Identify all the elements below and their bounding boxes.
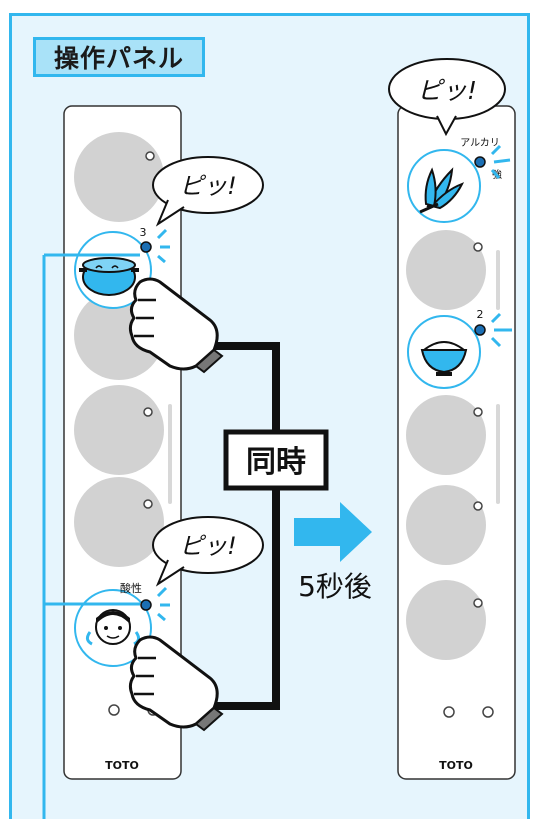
face-icon xyxy=(95,609,131,645)
simultaneous-label: 同時 xyxy=(246,445,306,480)
left-slot xyxy=(168,404,172,504)
title-box: 操作パネル xyxy=(33,37,205,77)
alkali-label: アルカリ xyxy=(460,137,500,149)
rice-level-label: 2 xyxy=(477,308,484,321)
left-button-5[interactable] xyxy=(74,477,164,567)
left-control-panel: 3 酸性 xyxy=(63,105,182,780)
pot-indicator-lamp xyxy=(140,241,152,253)
after-5-seconds-label: 5秒後 xyxy=(298,570,372,603)
right-button-6[interactable] xyxy=(406,580,486,660)
right-indicator-2 xyxy=(473,242,483,252)
right-beep-bubble: ピッ! xyxy=(388,58,506,137)
pot-button[interactable] xyxy=(74,231,152,309)
left-small-button-1[interactable] xyxy=(108,704,120,716)
right-small-button-1[interactable] xyxy=(443,706,455,718)
pointing-hand-bottom-icon xyxy=(128,635,224,732)
acid-indicator-lamp xyxy=(140,599,152,611)
right-indicator-4 xyxy=(473,407,483,417)
right-button-2[interactable] xyxy=(406,230,486,310)
left-indicator-4 xyxy=(143,407,153,417)
right-beep-text: ピッ! xyxy=(417,76,477,105)
left-button-1[interactable] xyxy=(74,132,164,222)
acid-beep-rays xyxy=(156,586,170,622)
alkali-strong-button[interactable] xyxy=(407,149,481,223)
title-text: 操作パネル xyxy=(53,44,184,73)
left-indicator-5 xyxy=(143,499,153,509)
acid-label: 酸性 xyxy=(120,581,142,595)
rice-indicator-lamp xyxy=(474,324,486,336)
acid-button[interactable] xyxy=(74,589,152,667)
simultaneous-box xyxy=(223,429,329,491)
right-indicator-6 xyxy=(473,598,483,608)
left-indicator-1 xyxy=(145,151,155,161)
rice-button[interactable] xyxy=(407,315,481,389)
left-beep-text-1: ピッ! xyxy=(179,172,237,200)
left-beep-bubble-2: ピッ! xyxy=(152,516,264,587)
left-button-4[interactable] xyxy=(74,385,164,475)
right-slot-2 xyxy=(496,404,500,504)
left-beep-bubble-1: ピッ! xyxy=(152,156,264,227)
right-button-5[interactable] xyxy=(406,485,486,565)
alkali-indicator-lamp xyxy=(474,156,486,168)
leaf-icon xyxy=(419,167,465,214)
right-slot-1 xyxy=(496,250,500,310)
right-indicator-5 xyxy=(473,501,483,511)
rice-bowl-icon xyxy=(420,341,468,376)
right-control-panel: アルカリ 強 2 xyxy=(397,105,516,780)
alkali-beep-rays xyxy=(490,144,511,179)
pointing-hand-top-icon xyxy=(128,277,224,374)
pot-beep-rays xyxy=(156,228,170,264)
selection-lines xyxy=(42,253,140,819)
right-small-button-2[interactable] xyxy=(482,706,494,718)
right-brand-logo: TOTO xyxy=(439,759,473,772)
rice-beep-rays xyxy=(490,312,512,348)
arrow-right-icon xyxy=(294,502,372,562)
simultaneous-bracket xyxy=(212,342,280,710)
left-beep-text-2: ピッ! xyxy=(179,532,237,560)
pot-level-label: 3 xyxy=(140,226,147,239)
left-brand-logo: TOTO xyxy=(105,759,139,772)
right-button-4[interactable] xyxy=(406,395,486,475)
